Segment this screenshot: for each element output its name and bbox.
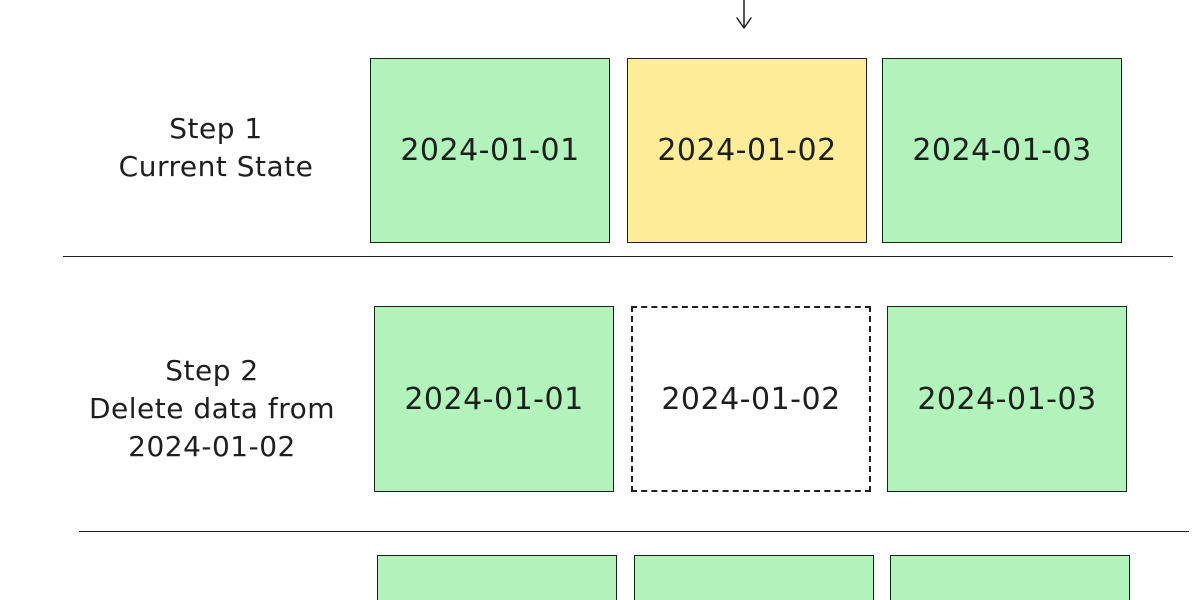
step2-box-2024-01-02-deleted: 2024-01-02 [631,306,871,492]
step2-subtitle: Delete data from [88,392,336,425]
down-arrow-icon [736,0,752,29]
step-divider-2 [79,531,1189,532]
step1-subtitle: Current State [118,150,314,183]
step3-box-3 [890,555,1130,600]
step2-title: Step 2 [165,354,259,387]
step2-box-2024-01-03: 2024-01-03 [887,306,1127,492]
step1-title: Step 1 [169,112,263,145]
step1-box-2024-01-03: 2024-01-03 [882,58,1122,243]
step1-label: Step 1 Current State [96,110,336,186]
box-label: 2024-01-02 [657,133,837,168]
step3-box-1 [377,555,617,600]
step1-box-2024-01-02: 2024-01-02 [627,58,867,243]
step2-date: 2024-01-02 [128,430,296,463]
step-divider-1 [63,256,1173,257]
box-label: 2024-01-01 [400,133,580,168]
box-label: 2024-01-03 [912,133,1092,168]
box-label: 2024-01-01 [404,381,584,417]
step2-label: Step 2 Delete data from 2024-01-02 [72,352,352,466]
box-label: 2024-01-02 [661,381,841,417]
step2-box-2024-01-01: 2024-01-01 [374,306,614,492]
step1-box-2024-01-01: 2024-01-01 [370,58,610,243]
step3-box-2 [634,555,874,600]
box-label: 2024-01-03 [917,381,1097,417]
